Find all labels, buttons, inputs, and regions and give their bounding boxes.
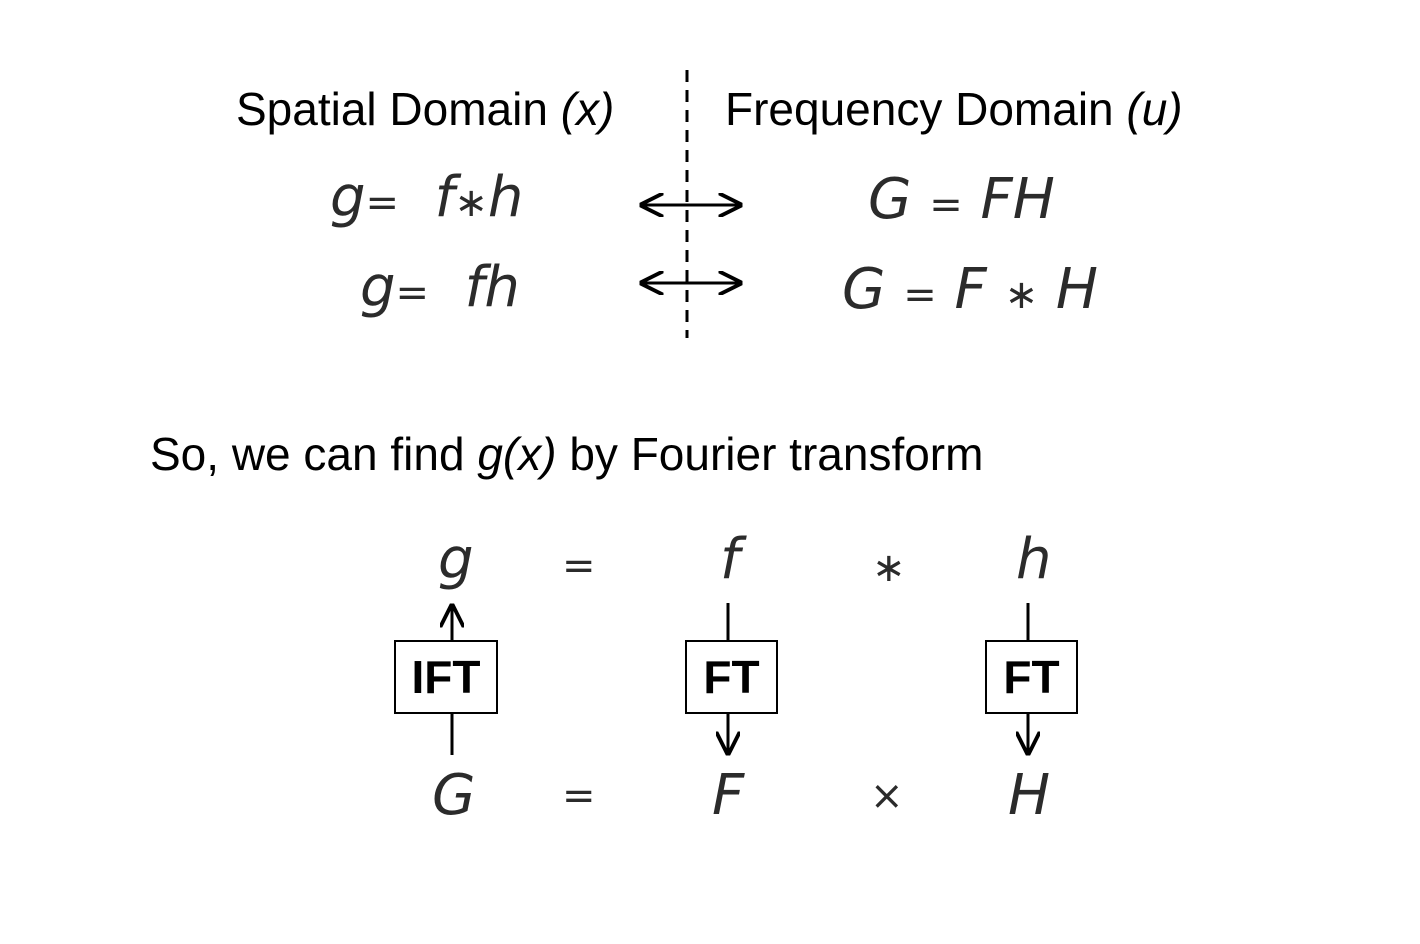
row1-spatial-equation: g= f∗h xyxy=(330,170,523,226)
ift-box: IFT xyxy=(394,640,498,714)
eq-h: h xyxy=(487,165,524,230)
eq-g: g xyxy=(360,255,396,320)
eq-G: G xyxy=(842,257,886,322)
row2-spatial-equation: g= fh xyxy=(360,260,520,316)
diagram-bottom-multiply: × xyxy=(870,773,904,819)
spatial-domain-heading: Spatial Domain (x) xyxy=(236,82,614,136)
diagram-top-f: f xyxy=(720,527,740,592)
diagram-top-equals: = xyxy=(562,543,596,589)
eq-convolution: ∗ xyxy=(454,180,488,226)
row2-frequency-equation: G = F ∗ H xyxy=(842,262,1098,318)
eq-equals: = xyxy=(395,270,430,316)
eq-equals: = xyxy=(903,272,937,318)
frequency-domain-heading: Frequency Domain (u) xyxy=(725,82,1183,136)
eq-h: h xyxy=(484,255,520,320)
eq-H: H xyxy=(1012,167,1055,232)
diagram-top-convolution: ∗ xyxy=(872,545,906,591)
eq-F: F xyxy=(980,167,1013,232)
ft-box-h: FT xyxy=(985,640,1078,714)
spatial-domain-variable: (x) xyxy=(560,83,615,135)
frequency-domain-label: Frequency Domain xyxy=(725,83,1114,135)
eq-f: f xyxy=(464,255,485,320)
eq-H: H xyxy=(1055,257,1099,322)
diagram-top-g: g xyxy=(438,527,474,592)
sentence-function: g(x) xyxy=(477,428,557,480)
diagram-bottom-G: G xyxy=(432,763,476,828)
eq-equals: = xyxy=(365,180,400,226)
row1-frequency-equation: G = FH xyxy=(868,172,1055,228)
explanation-sentence: So, we can find g(x) by Fourier transfor… xyxy=(150,427,983,481)
ft-box-f: FT xyxy=(685,640,778,714)
eq-f: f xyxy=(434,165,455,230)
diagram-bottom-equals: = xyxy=(562,773,596,819)
sentence-prefix: So, we can find xyxy=(150,428,465,480)
eq-F: F xyxy=(954,257,987,322)
diagram-bottom-H: H xyxy=(1008,763,1051,828)
sentence-suffix: by Fourier transform xyxy=(569,428,984,480)
spatial-domain-label: Spatial Domain xyxy=(236,83,548,135)
diagram-top-h: h xyxy=(1016,527,1052,592)
eq-convolution: ∗ xyxy=(1004,272,1039,318)
frequency-domain-variable: (u) xyxy=(1126,83,1183,135)
diagram-bottom-F: F xyxy=(712,763,745,828)
eq-g: g xyxy=(330,165,366,230)
eq-equals: = xyxy=(929,182,963,228)
eq-G: G xyxy=(868,167,912,232)
